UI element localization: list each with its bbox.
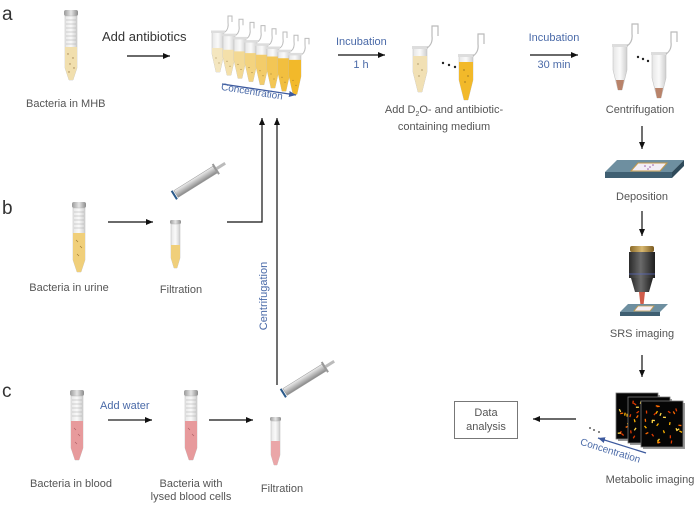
caption-filtration-c: Filtration xyxy=(260,483,304,495)
tube-lysed-blood xyxy=(184,390,198,461)
label-add-water: Add water xyxy=(100,400,150,412)
ellipsis-dots xyxy=(589,427,600,433)
deposition-slide xyxy=(605,160,684,178)
concentration-arrow xyxy=(221,83,297,97)
caption-bacteria-mhb: Bacteria in MHB xyxy=(26,98,106,110)
caption-srs-imaging: SRS imaging xyxy=(609,328,675,340)
syringe-filter-b xyxy=(170,161,226,200)
caption-centrifugation: Centrifugation xyxy=(605,104,675,116)
tube-low-concentration xyxy=(412,25,439,93)
panel-label-b: b xyxy=(2,198,13,219)
label-incubation-1h: 1 h xyxy=(353,59,369,71)
dilution-series xyxy=(211,15,310,95)
syringe-filter-c xyxy=(279,359,335,398)
caption-metabolic-imaging: Metabolic imaging xyxy=(605,474,695,486)
dilution-tube xyxy=(277,34,299,92)
caption-filtration-b: Filtration xyxy=(159,284,203,296)
concentration-arrow-reverse xyxy=(597,437,647,454)
metabolic-image-frame xyxy=(640,400,685,449)
tube-centrifuged-1 xyxy=(612,23,639,91)
tube-centrifuged-2 xyxy=(651,31,678,99)
label-centrifugation-vertical: Centrifugation xyxy=(258,261,270,331)
label-incubation-30min: 30 min xyxy=(537,59,571,71)
dilution-tube xyxy=(233,21,255,79)
dilution-tube xyxy=(244,25,266,82)
dilution-tube xyxy=(222,18,244,76)
panel-label-a: a xyxy=(2,4,13,25)
tube-filtration-b xyxy=(170,220,181,269)
tube-bacteria-mhb xyxy=(64,10,78,81)
dilution-tube xyxy=(288,37,310,95)
metabolic-image-stack xyxy=(615,392,685,449)
caption-bacteria-blood: Bacteria in blood xyxy=(30,478,112,490)
ellipsis-dots xyxy=(441,61,457,69)
microscope-objective xyxy=(620,246,668,316)
label-add-antibiotics: Add antibiotics xyxy=(102,29,187,44)
dilution-tube xyxy=(255,28,277,86)
caption-add-medium: Add D2O- and antibiotic- containing medi… xyxy=(384,104,504,134)
label-incubation-2: Incubation xyxy=(528,32,580,44)
ellipsis-dots xyxy=(636,55,650,63)
arrows xyxy=(108,52,645,423)
caption-lysed-blood: Bacteria with lysed blood cells xyxy=(150,478,232,503)
dilution-tube xyxy=(211,15,233,73)
label-incubation-1: Incubation xyxy=(336,36,387,48)
dilution-tube xyxy=(266,31,288,89)
tube-bacteria-blood xyxy=(70,390,84,461)
tube-bacteria-urine xyxy=(72,202,86,273)
caption-bacteria-urine: Bacteria in urine xyxy=(29,282,109,294)
panel-label-c: c xyxy=(2,381,12,402)
caption-deposition: Deposition xyxy=(616,191,668,203)
connector-b-to-dilution xyxy=(227,118,265,223)
tube-filtration-c xyxy=(270,417,281,466)
tube-high-concentration xyxy=(458,33,485,101)
